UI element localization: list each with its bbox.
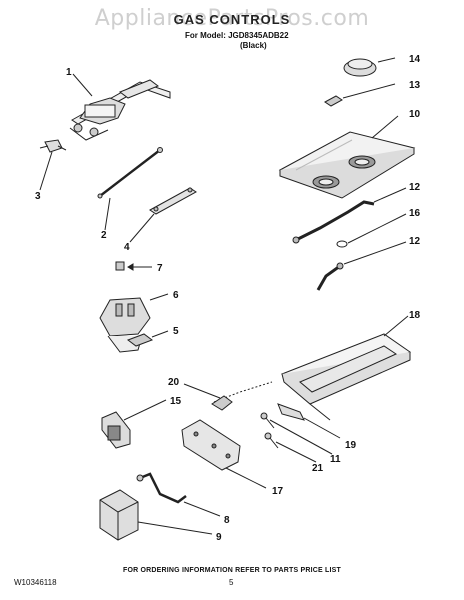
part-16-oring <box>336 240 348 248</box>
callout-19: 19 <box>345 440 357 451</box>
part-12-tube-upper <box>292 200 375 244</box>
part-10-cooktop <box>278 131 416 199</box>
part-4-bracket <box>149 187 197 215</box>
callout-18: 18 <box>409 310 421 321</box>
callout-5: 5 <box>173 326 179 337</box>
part-18-burner-box <box>281 333 412 421</box>
part-12-tube-lower <box>316 262 344 291</box>
part-11-screw <box>260 412 275 429</box>
part-8-tube <box>136 472 187 504</box>
part-7-clip <box>115 261 125 271</box>
watermark: AppliancePartsPros.com <box>94 6 370 31</box>
model-line: For Model: JGD8345ADB22 <box>185 31 289 40</box>
callout-16: 16 <box>409 208 421 219</box>
part-13-ignitor <box>324 95 343 107</box>
callout-6: 6 <box>173 290 179 301</box>
callout-15: 15 <box>170 396 182 407</box>
part-1-manifold <box>69 79 171 141</box>
callout-3: 3 <box>35 191 41 202</box>
callout-2: 2 <box>101 230 107 241</box>
callout-7: 7 <box>157 263 163 274</box>
callout-14: 14 <box>409 54 421 65</box>
callout-10: 10 <box>409 109 421 120</box>
part-3-valve <box>39 139 67 153</box>
part-2-tube <box>97 147 163 199</box>
callout-12-lower: 12 <box>409 236 421 247</box>
part-6-regulator <box>99 297 151 353</box>
page-number: 5 <box>229 578 234 587</box>
callout-12-upper: 12 <box>409 182 421 193</box>
callout-9: 9 <box>216 532 222 543</box>
color-line: (Black) <box>240 41 267 50</box>
ordering-note: FOR ORDERING INFORMATION REFER TO PARTS … <box>122 567 342 574</box>
part-17-plate <box>181 419 241 471</box>
part-5-holder <box>126 333 154 347</box>
part-14-burner-cap <box>343 58 377 77</box>
callout-4: 4 <box>124 242 130 253</box>
callout-8: 8 <box>224 515 230 526</box>
document-id: W10346118 <box>14 578 57 587</box>
callout-11: 11 <box>330 454 341 465</box>
callout-21: 21 <box>312 463 324 474</box>
part-9-housing <box>99 489 139 541</box>
callout-1: 1 <box>66 67 72 78</box>
callout-17: 17 <box>272 486 284 497</box>
diagram-title: GAS CONTROLS <box>173 12 291 27</box>
callout-20: 20 <box>168 377 180 388</box>
part-15-switch <box>101 411 131 449</box>
callout-13: 13 <box>409 80 421 91</box>
part-21-screw <box>264 432 279 449</box>
part-19-bracket <box>277 403 305 421</box>
